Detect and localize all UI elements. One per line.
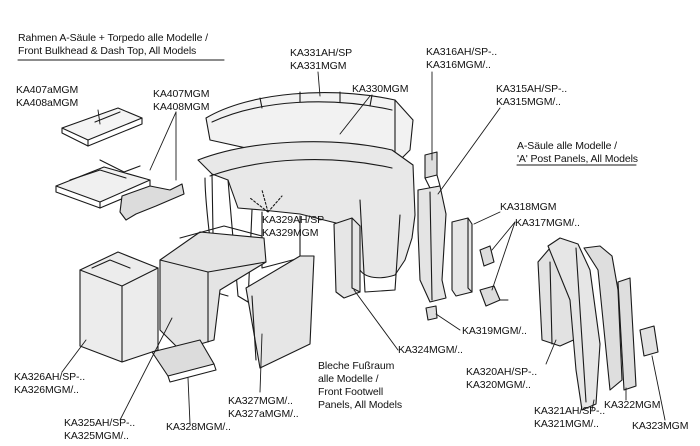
label-ka318: KA318MGM <box>500 201 556 214</box>
label-ka325: KA325AH/SP-.. KA325MGM/.. <box>64 417 135 442</box>
label-ka407a: KA407aMGM KA408aMGM <box>16 84 78 109</box>
label-ka327-line-1: KA327MGM/.. <box>228 395 293 407</box>
label-ka407: KA407MGM KA408MGM <box>153 88 209 113</box>
label-ka329: KA329AH/SP KA329MGM <box>262 214 324 239</box>
heading-footwell-line-3: Front Footwell <box>318 386 384 398</box>
heading-apost: A-Säule alle Modelle / 'A' Post Panels, … <box>517 140 638 165</box>
heading-front: Rahmen A-Säule + Torpedo alle Modelle / … <box>18 32 208 57</box>
post-ka315-part <box>417 185 447 303</box>
label-ka329-line-1: KA329AH/SP <box>262 214 325 226</box>
heading-footwell-line-1: Bleche Fußraum <box>318 360 395 372</box>
bracket-ka317-part <box>479 245 501 307</box>
label-ka317: KA317MGM/.. <box>515 217 580 230</box>
label-ka321-line-1: KA321AH/SP-.. <box>534 405 606 417</box>
heading-apost-line-1: A-Säule alle Modelle / <box>517 140 617 152</box>
label-ka315-line-1: KA315AH/SP-.. <box>496 83 568 95</box>
label-ka327-line-2: KA327aMGM/.. <box>228 407 299 420</box>
label-ka317-line-1: KA317MGM/.. <box>515 217 580 229</box>
label-ka330-line-1: KA330MGM <box>352 83 409 95</box>
strip-ka328-part <box>151 339 217 383</box>
clip-ka319-part <box>425 305 438 321</box>
heading-apost-line-2: 'A' Post Panels, All Models <box>517 152 638 165</box>
label-ka321-line-2: KA321MGM/.. <box>534 417 599 430</box>
label-ka321: KA321AH/SP-.. KA321MGM/.. <box>534 405 605 430</box>
label-ka326-line-2: KA326MGM/.. <box>14 383 79 396</box>
footwell-panel-ka324-part <box>333 217 361 299</box>
label-ka316-line-2: KA316MGM/.. <box>426 58 491 71</box>
label-ka327: KA327MGM/.. KA327aMGM/.. <box>228 395 299 420</box>
label-ka315-line-2: KA315MGM/.. <box>496 95 561 108</box>
label-ka325-line-1: KA325AH/SP-.. <box>64 417 136 429</box>
label-ka324: KA324MGM/.. <box>398 344 463 357</box>
label-ka325-line-2: KA325MGM/.. <box>64 429 129 442</box>
label-ka315: KA315AH/SP-.. KA315MGM/.. <box>496 83 567 108</box>
label-ka326: KA326AH/SP-.. KA326MGM/.. <box>14 371 85 396</box>
tray-ka407-part <box>55 159 185 221</box>
label-ka328-line-1: KA328MGM/.. <box>166 421 231 433</box>
label-ka320-line-2: KA320MGM/.. <box>466 378 531 391</box>
label-ka407-line-1: KA407MGM <box>153 88 210 100</box>
footwell-box-ka326-part <box>79 251 159 363</box>
label-ka316-line-1: KA316AH/SP-.. <box>426 46 498 58</box>
tray-ka407a-part <box>61 107 143 147</box>
label-ka323-line-1: KA323MGM <box>632 420 689 432</box>
panel-ka318-part <box>451 217 473 297</box>
heading-footwell-line-2: alle Modelle / <box>318 373 379 385</box>
heading-footwell: Bleche Fußraum alle Modelle / Front Foot… <box>318 360 402 412</box>
label-ka324-line-1: KA324MGM/.. <box>398 344 463 356</box>
label-ka320-line-1: KA320AH/SP-.. <box>466 366 538 378</box>
label-ka407a-line-2: KA408aMGM <box>16 96 79 109</box>
label-ka330: KA330MGM <box>352 83 408 96</box>
label-ka318-line-1: KA318MGM <box>500 201 557 213</box>
label-ka322: KA322MGM <box>604 399 660 412</box>
heading-front-line-1: Rahmen A-Säule + Torpedo alle Modelle / <box>18 32 208 44</box>
label-ka316: KA316AH/SP-.. KA316MGM/.. <box>426 46 497 71</box>
label-ka328: KA328MGM/.. <box>166 421 231 434</box>
plate-ka323-part <box>639 325 659 357</box>
label-ka319: KA319MGM/.. <box>462 325 527 338</box>
label-ka331: KA331AH/SP KA331MGM <box>290 47 352 72</box>
ka329-leader-lines <box>249 189 283 213</box>
post-ka316-part <box>424 151 441 189</box>
leader-lines <box>61 71 666 425</box>
panel-ka327-part <box>245 255 315 369</box>
label-ka326-line-1: KA326AH/SP-.. <box>14 371 86 383</box>
label-ka319-line-1: KA319MGM/.. <box>462 325 527 337</box>
a-post-ka321-part <box>547 237 623 411</box>
label-ka331-line-2: KA331MGM <box>290 59 347 72</box>
heading-footwell-line-4: Panels, All Models <box>318 399 402 411</box>
heading-front-line-2: Front Bulkhead & Dash Top, All Models <box>18 44 197 57</box>
label-ka407-line-2: KA408MGM <box>153 100 210 113</box>
strip-ka322-part <box>617 277 637 391</box>
label-ka322-line-1: KA322MGM <box>604 399 661 411</box>
label-ka329-line-2: KA329MGM <box>262 226 319 239</box>
label-ka320: KA320AH/SP-.. KA320MGM/.. <box>466 366 537 391</box>
footwell-box-ka325-part <box>159 225 267 351</box>
label-ka407a-line-1: KA407aMGM <box>16 84 79 96</box>
label-ka331-line-1: KA331AH/SP <box>290 47 353 59</box>
label-ka323: KA323MGM <box>632 420 688 433</box>
